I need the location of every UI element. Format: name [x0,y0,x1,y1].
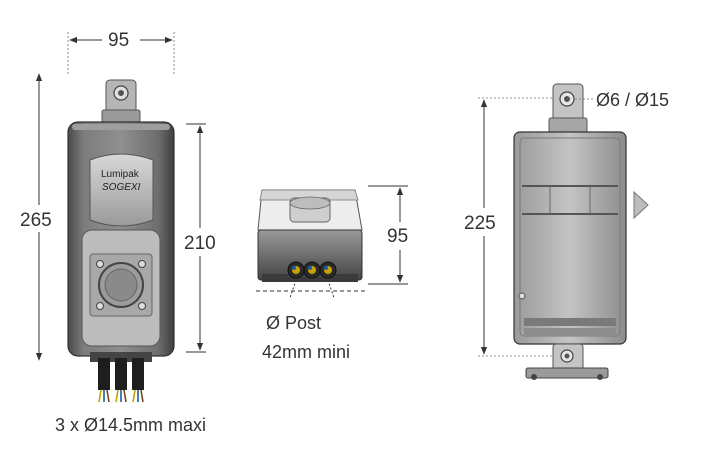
back-bottom-mount-bracket [525,343,609,380]
back-unit [513,83,649,380]
post-label: Ø Post [266,313,322,333]
front-brand-sogexi: SOGEXI [102,182,141,193]
back-height-label: 225 [464,213,496,234]
cable-size-note: 3 x Ø14.5mm maxi [55,415,207,435]
front-dimension-lines [35,32,206,361]
base-height-label: 95 [387,226,409,247]
base-cable-entries [287,261,337,279]
base-dimension-lines [256,185,408,299]
front-total-height-label: 265 [20,210,52,231]
front-cable-glands [90,352,152,390]
side-triangle-icon [633,190,649,220]
front-unit [67,79,175,403]
front-cable-wires [98,389,144,403]
front-label-panel [89,153,154,227]
base-unit [257,189,363,282]
front-body-height-label: 210 [184,233,216,254]
back-dimension-lines [478,97,594,357]
back-hole-diameter-label: Ø6 / Ø15 [596,90,670,110]
front-brand-lumipak: Lumipak [101,169,139,180]
post-size-label: 42mm mini [262,342,351,362]
back-top-mount-tab [548,83,588,133]
front-width-label: 95 [108,30,130,51]
back-body [513,131,627,345]
front-top-mount-tab [101,79,141,123]
